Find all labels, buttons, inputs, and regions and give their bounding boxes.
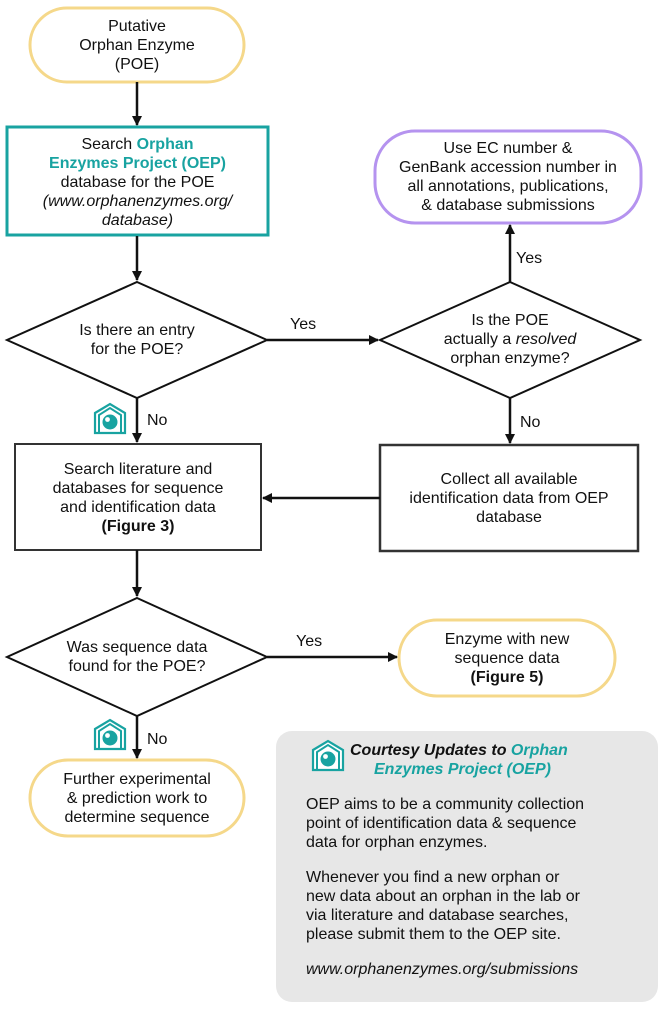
further-label: Further experimental & prediction work t…	[63, 771, 211, 826]
search-oep-box	[5, 125, 270, 237]
note-paragraph-2: Whenever you find a new orphan or new da…	[306, 869, 580, 943]
resolved-question-label: Is the POE actually a resolved orphan en…	[443, 312, 577, 367]
edge-label-entry-yes: Yes	[290, 316, 317, 333]
search-lit-box	[14, 443, 262, 551]
entry-question-label: Is there an entry for the POE?	[79, 322, 195, 358]
note-paragraph-1: OEP aims to be a community collection po…	[306, 796, 585, 851]
use-ec-terminal	[373, 129, 643, 225]
search-lit-label: Search literature and databases for sequ…	[52, 461, 224, 535]
courtesy-note-panel	[276, 731, 658, 1002]
oep-logo-icon	[93, 402, 127, 435]
collect-label: Collect all available identification dat…	[409, 471, 609, 526]
search-oep-label: Search Orphan Enzymes Project (OEP) data…	[42, 136, 233, 229]
further-terminal	[28, 758, 246, 838]
edge-label-seq-yes: Yes	[296, 633, 323, 650]
submissions-url[interactable]: www.orphanenzymes.org/submissions	[306, 961, 579, 978]
seq-found-question-label: Was sequence data found for the POE?	[66, 639, 208, 675]
edge-label-resolved-no: No	[520, 414, 541, 431]
edge-label-seq-no: No	[147, 731, 168, 748]
edge-label-entry-no: No	[147, 412, 168, 429]
oep-logo-icon	[311, 739, 345, 772]
use-ec-label: Use EC number & GenBank accession number…	[399, 140, 617, 214]
note-title: Courtesy Updates to Orphan Enzymes Proje…	[350, 742, 568, 778]
edge-label-resolved-yes: Yes	[516, 250, 543, 267]
new-seq-terminal	[397, 618, 617, 698]
new-seq-label: Enzyme with new sequence data (Figure 5)	[444, 631, 570, 686]
oep-logo-icon	[93, 718, 127, 751]
poe-label: Putative Orphan Enzyme (POE)	[79, 18, 195, 73]
